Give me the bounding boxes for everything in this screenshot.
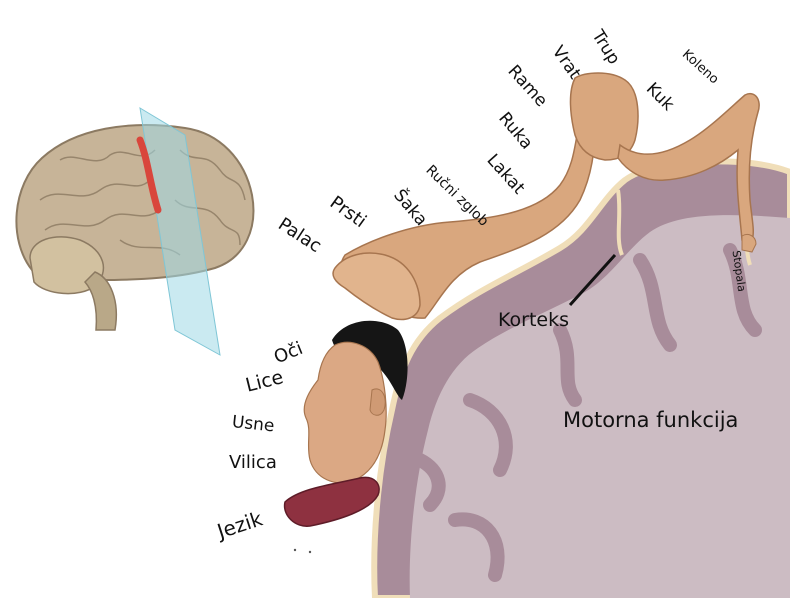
label-usne: Usne xyxy=(231,412,275,436)
label-vilica: Vilica xyxy=(229,452,277,473)
label-motorna-funkcija: Motorna funkcija xyxy=(563,408,738,432)
label-korteks: Korteks xyxy=(498,309,569,331)
dot xyxy=(309,551,311,553)
brain-illustration xyxy=(16,108,253,355)
dot xyxy=(294,549,296,551)
face-ear xyxy=(370,389,385,415)
homunculus-torso xyxy=(570,73,638,160)
tongue xyxy=(285,477,380,526)
